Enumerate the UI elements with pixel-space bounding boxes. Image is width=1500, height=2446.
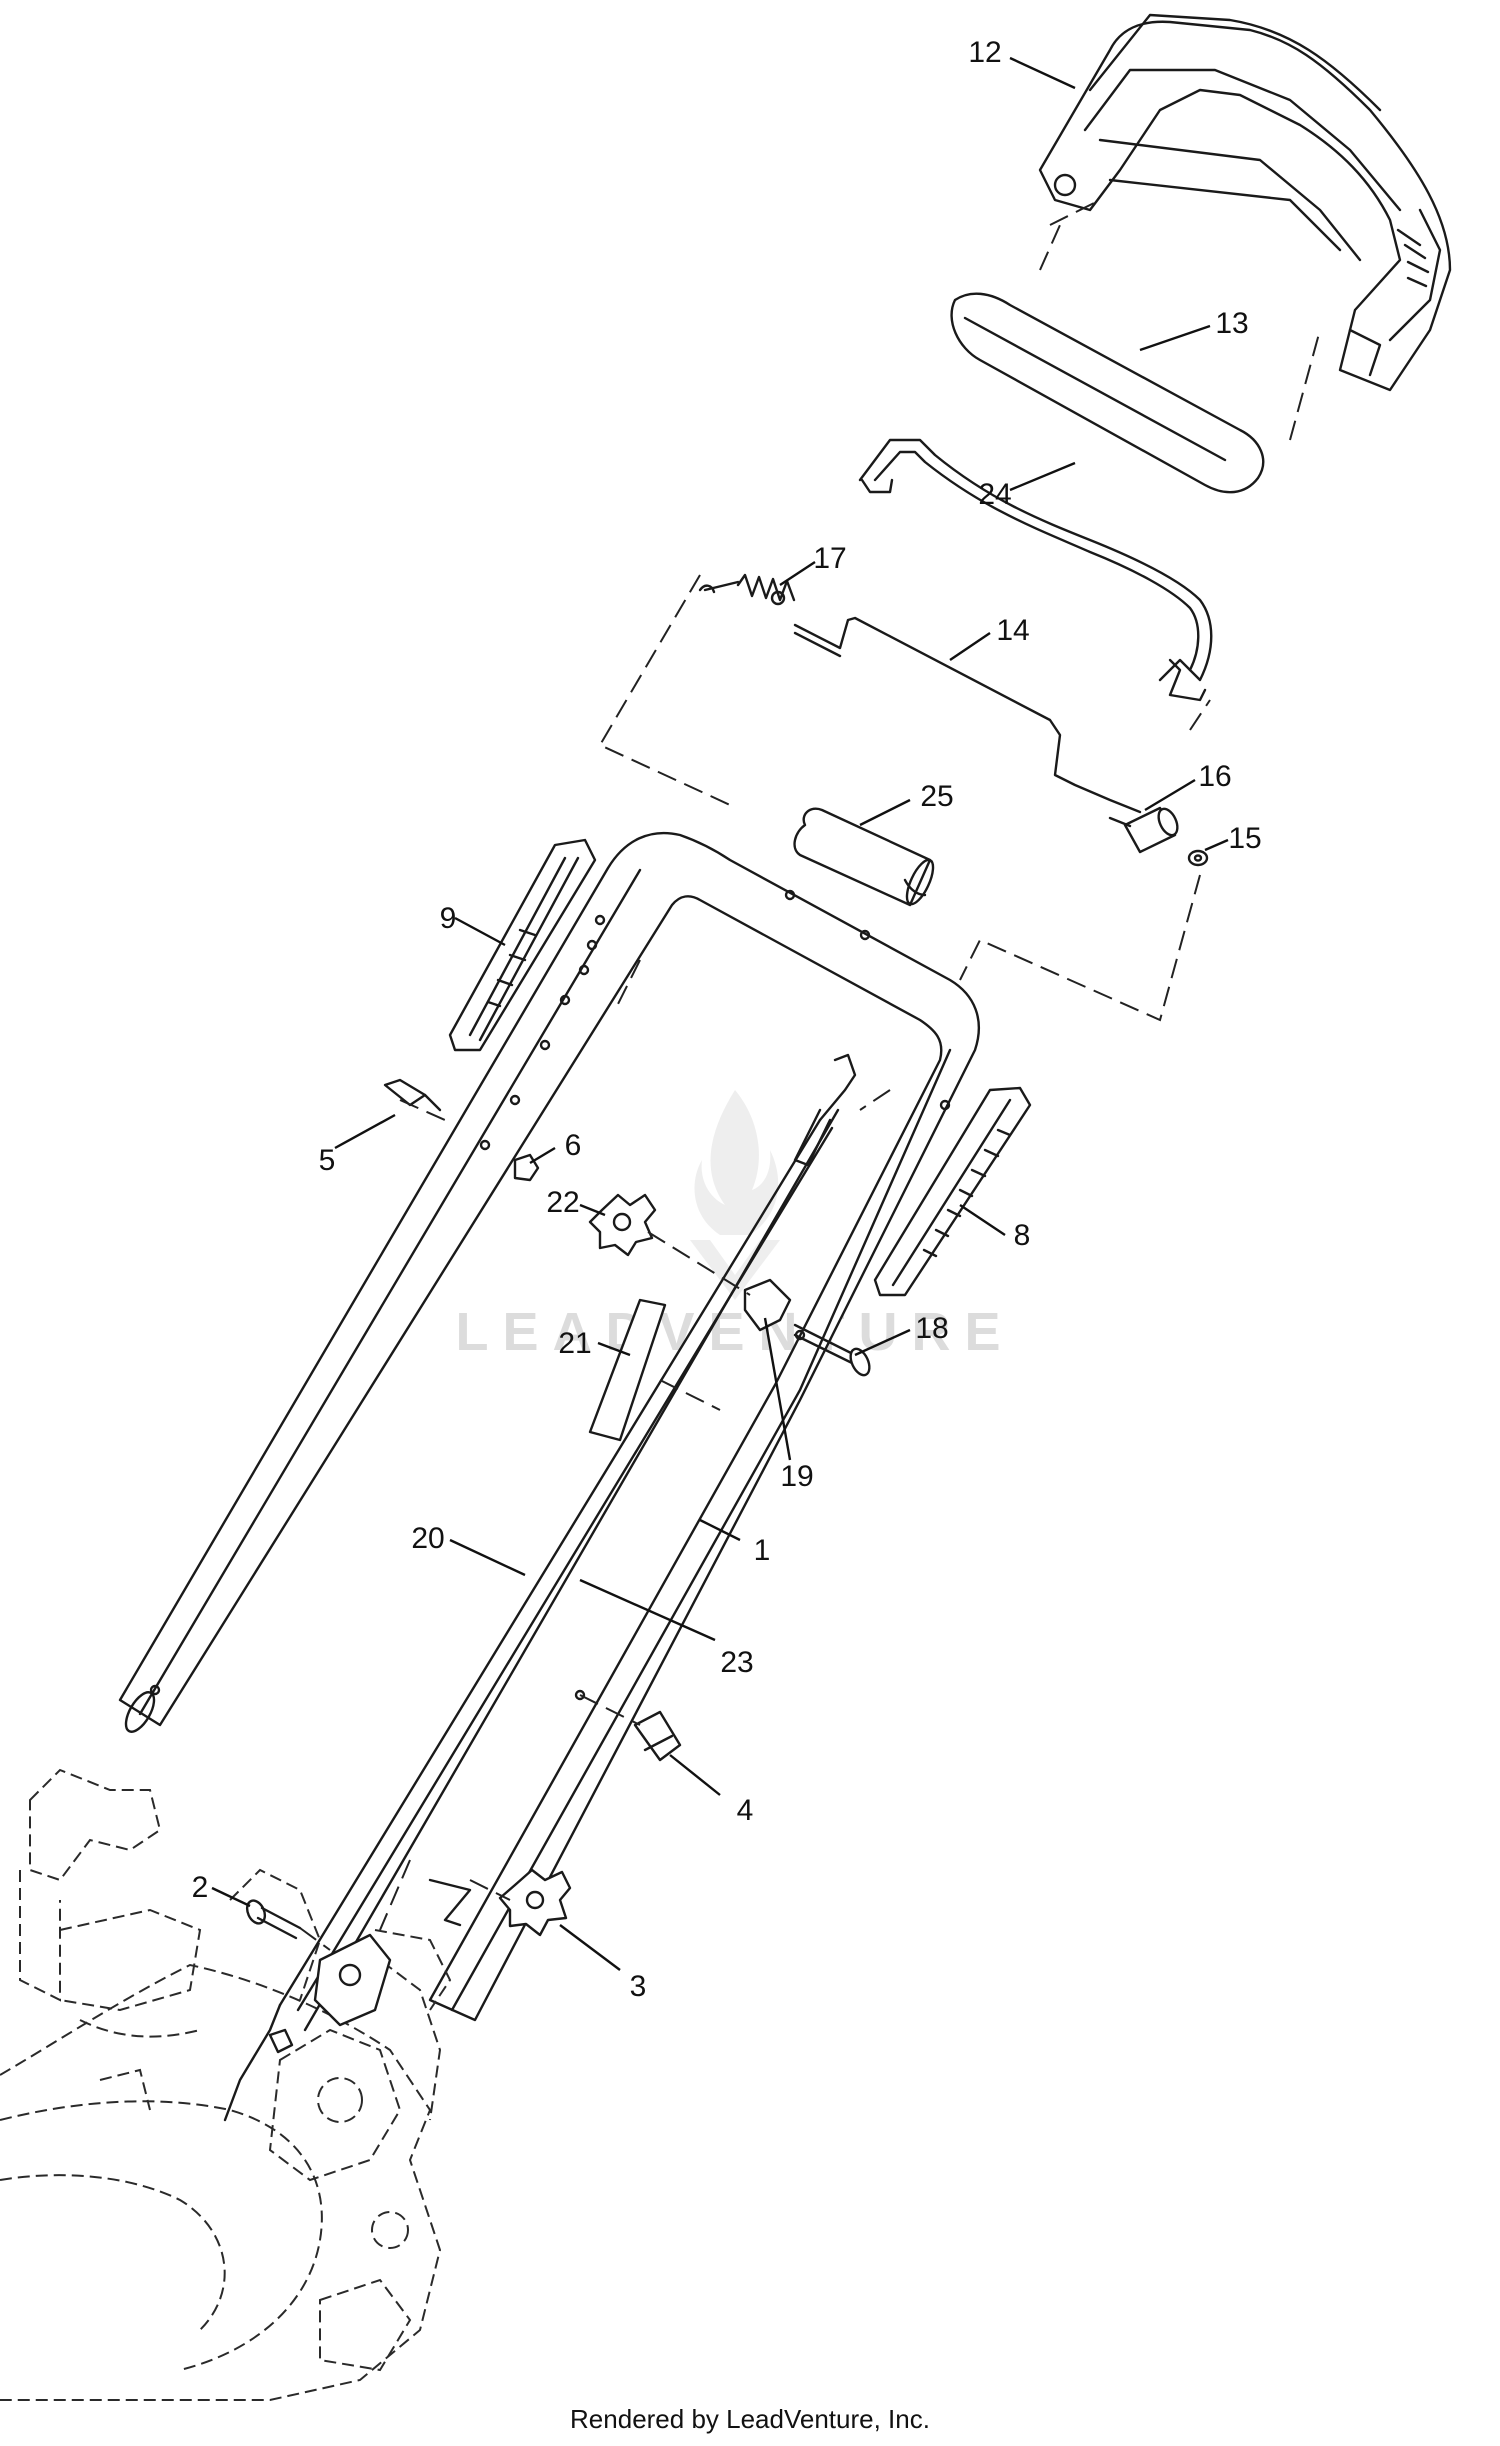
callout-4: 4 [737, 1794, 754, 1827]
part-8-cord-guide [873, 1086, 1032, 1297]
part-14-control-rod [793, 616, 1142, 814]
part-15-washer [1187, 849, 1209, 867]
part-9-cord-guide [448, 838, 597, 1052]
part-4-spacer [633, 1710, 682, 1762]
callout-21: 23 [720, 1646, 753, 1679]
handle-bracket [313, 1929, 452, 2027]
part-16-bushing [1108, 806, 1179, 854]
part-19-bolt [793, 1323, 871, 1377]
callout-1: 1 [754, 1534, 771, 1567]
part-20-cable-latch [743, 1278, 792, 1332]
callout-6: 6 [565, 1129, 582, 1162]
callout-15: 15 [1228, 822, 1261, 855]
mower-deck [0, 1768, 442, 2401]
callout-19: 18 [915, 1312, 948, 1345]
callout-13: 13 [1215, 307, 1248, 340]
part-24-knob [588, 1193, 657, 1257]
callout-5: 5 [319, 1144, 336, 1177]
part-17-spring [698, 573, 796, 606]
callout-12: 12 [968, 36, 1001, 69]
callout-25: 25 [920, 780, 953, 813]
callout-18: 24 [978, 478, 1011, 511]
part-18-bail [858, 438, 1213, 702]
part-2-bolt [245, 1899, 302, 1940]
alignment-lines [299, 1089, 891, 1951]
callout-20: 19 [780, 1460, 813, 1493]
callout-23: 21 [558, 1327, 591, 1360]
part-23-pad [588, 1298, 667, 1442]
callout-2: 2 [192, 1871, 209, 1904]
part-13-handle-grip [950, 292, 1265, 494]
part-21-22-control-cables [223, 1053, 857, 2122]
watermark-text: LEADVENTURE [455, 1302, 1014, 1362]
callout-8: 8 [1014, 1219, 1031, 1252]
part-3-knob [498, 1868, 572, 1937]
callout-24: 22 [546, 1186, 579, 1219]
callouts: 12 13 24 17 14 16 15 25 9 5 6 22 8 18 21… [192, 36, 1262, 2003]
part-6-nut [513, 1153, 540, 1182]
callout-14: 14 [996, 614, 1029, 647]
callout-9: 9 [440, 902, 457, 935]
part-12-upper-handle [1038, 13, 1452, 392]
watermark: LEADVENTURE [455, 1090, 1014, 1362]
footer-credit: Rendered by LeadVenture, Inc. [570, 2404, 930, 2434]
part-1-handle-tube [118, 831, 980, 2022]
callout-16: 16 [1198, 760, 1231, 793]
callout-22: 20 [411, 1522, 444, 1555]
watermark-flame-logo [690, 1090, 780, 1300]
callout-17: 17 [813, 542, 846, 575]
part-25-tube [793, 807, 935, 907]
upper-dashed-guide [598, 199, 1321, 1022]
part-5-clip [383, 1078, 442, 1112]
callout-3: 3 [630, 1970, 647, 2003]
leader-lines [211, 56, 1229, 1971]
